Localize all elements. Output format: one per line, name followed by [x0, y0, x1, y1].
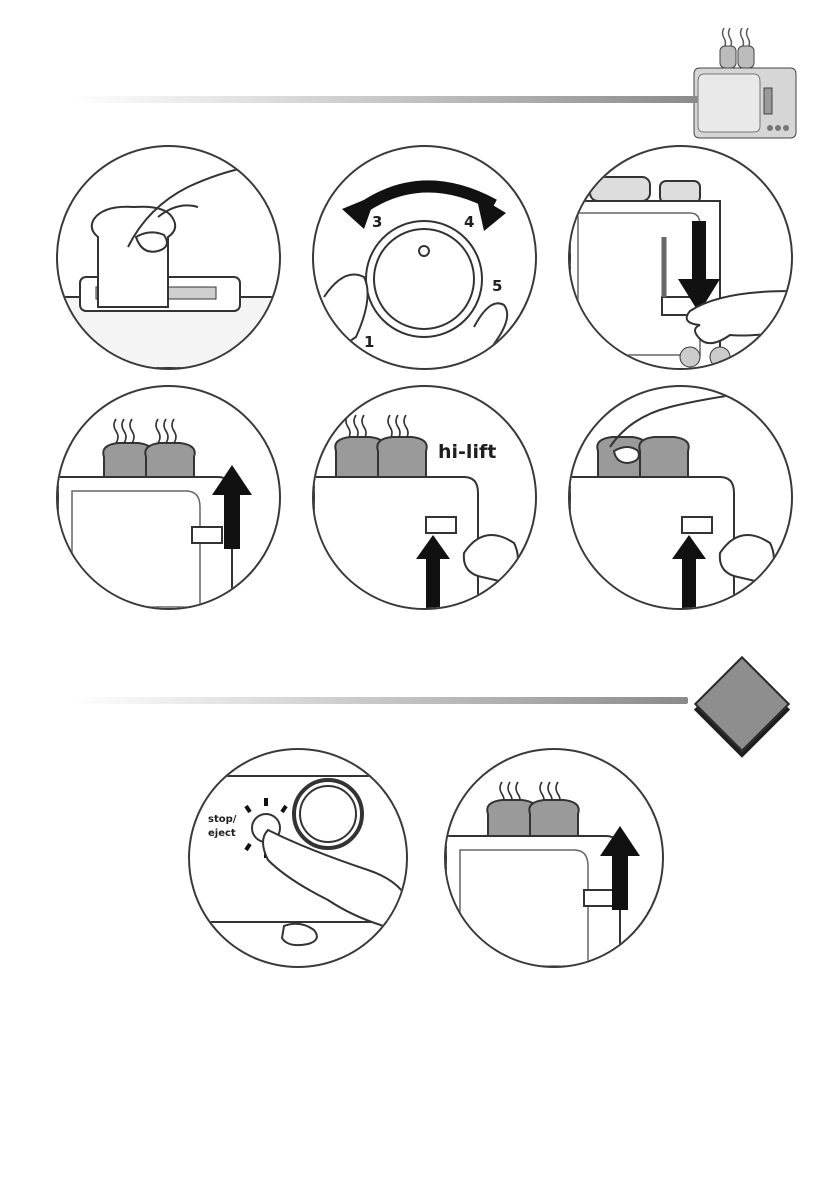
hi-lift-label: hi-lift — [438, 441, 496, 463]
panel-toast-ejected — [444, 748, 664, 968]
stop-eject-label-line1: stop/ — [208, 814, 236, 825]
panel-hi-lift: hi-lift — [312, 385, 537, 610]
panel-toast-pops-up — [56, 385, 281, 610]
section-divider-bar-1 — [70, 96, 698, 103]
section-marker-diamond — [694, 656, 790, 752]
dial-setting-1: 1 — [364, 333, 374, 351]
panel-insert-bread — [56, 145, 281, 370]
dial-setting-5: 5 — [492, 277, 502, 295]
panel-browning-dial: 3 4 5 1 — [312, 145, 537, 370]
panel-lower-lever — [568, 145, 793, 370]
toaster-corner-icon — [690, 28, 800, 146]
stop-eject-label-line2: eject — [208, 828, 236, 839]
section-divider-bar-2 — [70, 697, 688, 704]
panel-remove-toast — [568, 385, 793, 610]
rotate-left-arrow-icon — [342, 195, 376, 229]
dial-setting-4: 4 — [464, 213, 474, 231]
panel-stop-eject: stop/ eject — [188, 748, 408, 968]
dial-setting-3: 3 — [372, 213, 382, 231]
